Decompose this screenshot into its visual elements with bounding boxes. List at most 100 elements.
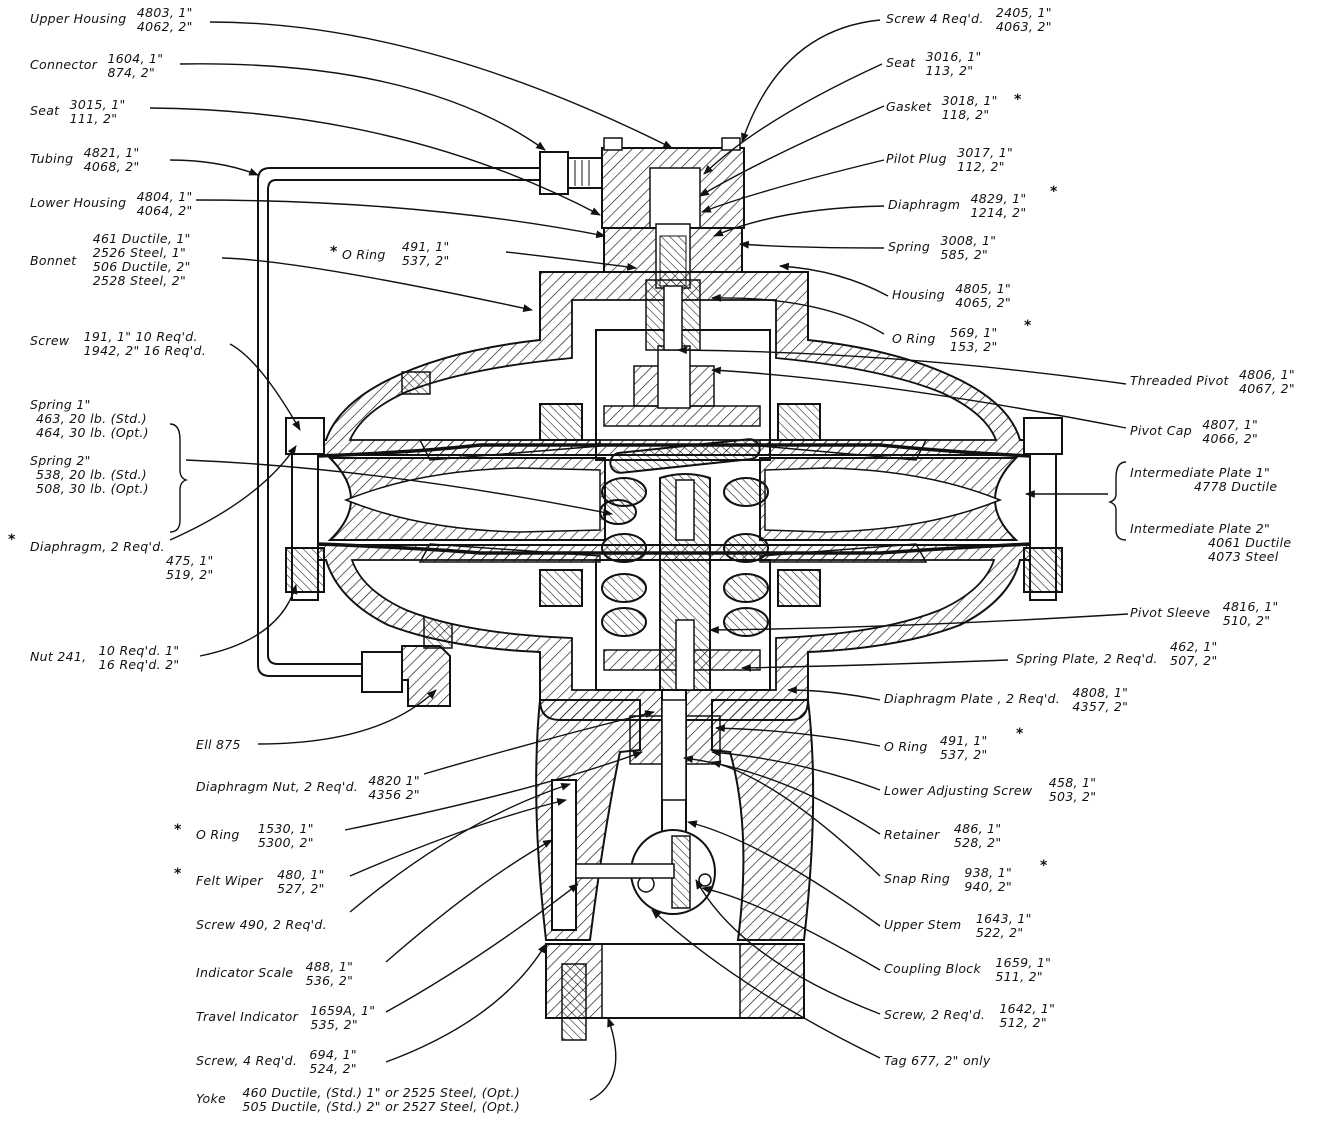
label-line: 111, 2" [69,111,118,126]
label-lower-housing: Lower Housing 4804, 1" 4064, 2" [30,190,193,218]
label-line: 3017, 1" [957,145,1014,160]
label-diaphragm-plate: Diaphragm Plate , 2 Req'd. 4808, 1" 4357… [884,686,1128,714]
label-line: 537, 2" [939,747,988,762]
label-line: 191, 1" 10 Req'd. [83,329,198,344]
label-line: 4807, 1" [1202,417,1259,432]
label-name: Coupling Block [884,961,982,976]
label-line: 4816, 1" [1222,599,1279,614]
label-name: Lower Adjusting Screw [884,783,1033,798]
label-indicator-scale: Indicator Scale 488, 1" 536, 2" [196,960,354,988]
label-name: Ell 875 [196,737,241,752]
label-gasket: Gasket 3018, 1" 118, 2" [886,94,998,122]
label-name: O Ring [196,827,240,842]
label-line: 4805, 1" [955,281,1012,296]
adjusting-screw [659,473,711,691]
label-ell: Ell 875 [196,738,241,752]
label-pivot-sleeve: Pivot Sleeve 4816, 1" 510, 2" [1130,600,1279,628]
label-name: Retainer [884,827,940,842]
label-line: 112, 2" [957,159,1005,174]
label-line: 4821, 1" [83,145,140,160]
label-line: 694, 1" [309,1047,357,1062]
connector-fitting [539,151,603,195]
label-yoke: Yoke 460 Ductile, (Std.) 1" or 2525 Stee… [196,1086,520,1114]
label-snap-ring: Snap Ring 938, 1" 940, 2" [884,866,1012,894]
label-line: 4820 1" [368,773,420,788]
label-name: Upper Stem [884,917,962,932]
label-line: 4808, 1" [1072,685,1129,700]
label-line: 510, 2" [1222,613,1271,628]
label-line: 10 Req'd. 1" [98,643,180,658]
label-connector: Connector 1604, 1" 874, 2" [30,52,163,80]
label-name: O Ring [892,331,936,346]
label-line: 491, 1" [939,733,988,748]
label-line: 1659, 1" [995,955,1052,970]
label-line: 1642, 1" [999,1001,1056,1016]
label-name: Spring 2" [30,453,91,468]
label-name: Bonnet [30,253,77,268]
label-name: Yoke [196,1091,227,1106]
asterisk-o-ring-491-upper: * [330,244,338,260]
label-name: Connector [30,57,98,72]
label-threaded-pivot: Threaded Pivot 4806, 1" 4067, 2" [1130,368,1295,396]
label-line: 3018, 1" [941,93,998,108]
label-name: Seat [30,103,60,118]
label-name: Lower Housing [30,195,127,210]
label-name: Screw 4 Req'd. [886,11,984,26]
stem-and-indicator [551,689,721,931]
label-line: 511, 2" [995,969,1043,984]
label-coupling-block: Coupling Block 1659, 1" 511, 2" [884,956,1051,984]
label-name: Screw, 2 Req'd. [884,1007,986,1022]
label-line: 458, 1" [1048,775,1097,790]
label-name: Gasket [886,99,932,114]
asterisk-diaphragm-right: * [1050,184,1058,200]
label-line: 461 Ductile, 1" [92,231,191,246]
label-line: 463, 20 lb. (Std.) [36,411,147,426]
label-spring-1: Spring 1" 463, 20 lb. (Std.) 464, 30 lb.… [30,398,149,440]
label-line: 462, 1" [1169,639,1218,654]
label-name: Diaphragm [888,197,961,212]
label-spring-plate: Spring Plate, 2 Req'd. 462, 1" 507, 2" [1016,640,1218,668]
asterisk-o-ring-1530: * [174,822,182,838]
label-line: 527, 2" [277,881,325,896]
label-line: 506 Ductile, 2" [92,259,191,274]
label-screw-1642: Screw, 2 Req'd. 1642, 1" 512, 2" [884,1002,1055,1030]
label-line: 569, 1" [949,325,998,340]
label-name: O Ring [884,739,928,754]
label-diaphragm-left: Diaphragm, 2 Req'd. 475, 1" 519, 2" [30,540,214,582]
spring-case [595,279,771,691]
asterisk-diaphragm-left: * [8,532,16,548]
label-retainer: Retainer 486, 1" 528, 2" [884,822,1001,850]
leader-lines [149,19,1129,1101]
diaphragm-plates [418,403,928,607]
label-name: Nut 241, [30,649,87,664]
label-intermediate-plate-2: Intermediate Plate 2" 4061 Ductile 4073 … [1130,522,1291,564]
label-name: Diaphragm, 2 Req'd. [30,539,165,554]
label-line: 2526 Steel, 1" [92,245,187,260]
label-screw-694: Screw, 4 Req'd. 694, 1" 524, 2" [196,1048,357,1076]
label-line: 486, 1" [953,821,1002,836]
main-spring [599,438,769,637]
label-bonnet: Bonnet 461 Ductile, 1" 2526 Steel, 1" 50… [30,232,191,288]
label-o-ring-1530: O Ring 1530, 1" 5300, 2" [196,822,314,850]
label-line: 503, 2" [1048,789,1097,804]
label-line: 4829, 1" [970,191,1027,206]
label-line: 4061 Ductile [1208,535,1292,550]
label-line: 488, 1" [305,959,354,974]
label-name: Snap Ring [884,871,951,886]
asterisk-o-ring-491-lower: * [1016,726,1024,742]
tubing [257,167,540,677]
label-o-ring-569: O Ring 569, 1" 153, 2" [892,326,998,354]
label-line: 1942, 2" 16 Req'd. [83,343,207,358]
asterisk-snap-ring: * [1040,858,1048,874]
label-line: 536, 2" [305,973,354,988]
label-line: 874, 2" [107,65,156,80]
label-intermediate-plate-1: Intermediate Plate 1" 4778 Ductile [1130,466,1277,494]
label-line: 2405, 1" [995,5,1052,20]
label-line: 524, 2" [309,1061,357,1076]
label-line: 5300, 2" [257,835,314,850]
label-line: 16 Req'd. 2" [98,657,180,672]
label-diaphragm-nut: Diaphragm Nut, 2 Req'd. 4820 1" 4356 2" [196,774,420,802]
label-name: Felt Wiper [196,873,263,888]
label-line: 4064, 2" [136,203,193,218]
